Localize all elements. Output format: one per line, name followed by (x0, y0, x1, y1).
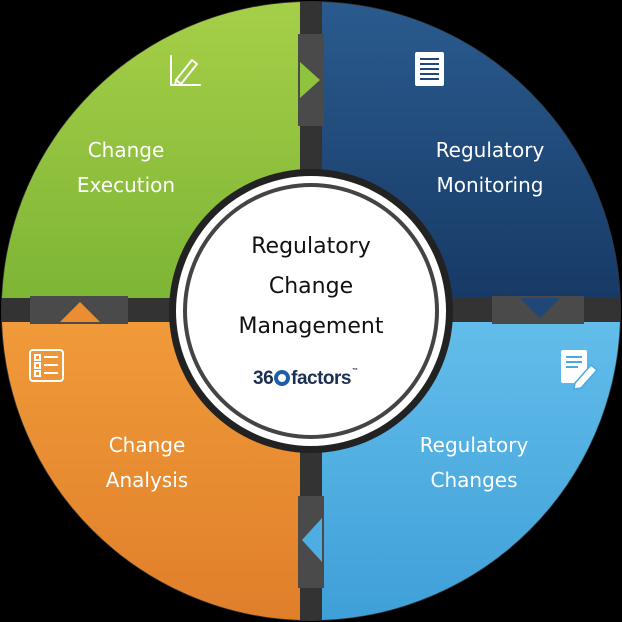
brand-q-icon (274, 370, 291, 386)
label-regulatory-monitoring-line2: Monitoring (436, 173, 544, 197)
arrow-monitoring-to-changes (520, 298, 560, 318)
label-change-analysis: Change Analysis (47, 428, 247, 498)
label-regulatory-changes-line2: Changes (430, 468, 518, 492)
arrow-analysis-to-execution (60, 302, 100, 322)
label-change-execution: Change Execution (26, 133, 226, 203)
center-title-line2: Change (268, 274, 354, 299)
center-title-line1: Regulatory (251, 234, 371, 259)
edit-document-icon (561, 350, 599, 390)
center-title: Regulatory Change Management (211, 227, 411, 347)
label-regulatory-monitoring: Regulatory Monitoring (390, 133, 590, 203)
checklist-icon (29, 349, 64, 382)
center-disc (187, 187, 435, 435)
brand-suffix: factors (291, 368, 351, 389)
label-regulatory-monitoring-line1: Regulatory (435, 138, 545, 162)
brand-logo: 36 factors™ (253, 368, 383, 390)
label-change-execution-line1: Change (87, 138, 165, 162)
arrow-execution-to-monitoring (300, 62, 320, 98)
document-list-icon (415, 52, 444, 86)
brand-trademark: ™ (352, 368, 358, 374)
label-change-analysis-line2: Analysis (105, 468, 189, 492)
label-regulatory-changes: Regulatory Changes (374, 428, 574, 498)
label-change-execution-line2: Execution (76, 173, 176, 197)
arrow-changes-to-analysis (302, 518, 322, 562)
brand-prefix: 36 (253, 368, 274, 389)
pencil-chart-icon (170, 55, 201, 86)
label-change-analysis-line1: Change (108, 433, 186, 457)
label-regulatory-changes-line1: Regulatory (419, 433, 529, 457)
center-title-line3: Management (238, 314, 384, 339)
